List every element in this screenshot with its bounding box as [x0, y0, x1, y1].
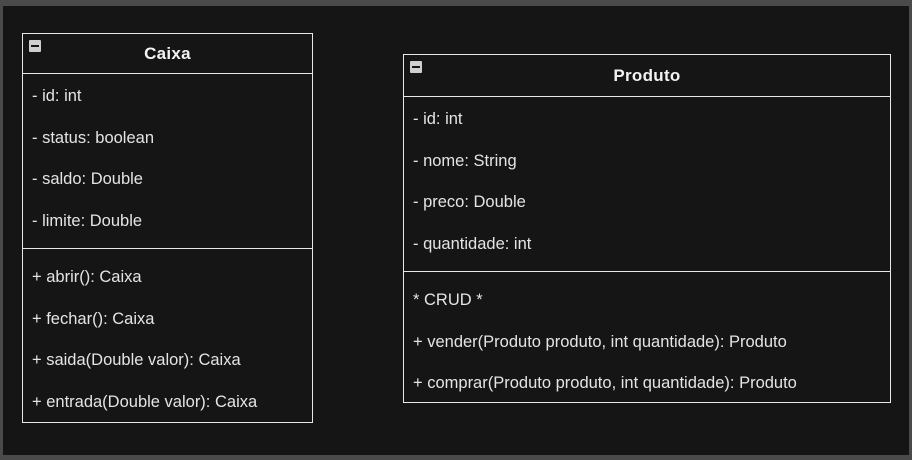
class-header[interactable]: Caixa [23, 34, 312, 74]
method-row[interactable]: + fechar(): Caixa [32, 309, 155, 328]
attributes-section: - id: int - status: boolean - saldo: Dou… [23, 74, 312, 249]
attribute-row[interactable]: - id: int [32, 87, 82, 105]
attribute-row[interactable]: - saldo: Double [32, 170, 143, 188]
collapse-icon[interactable] [410, 61, 422, 73]
class-header[interactable]: Produto [404, 55, 890, 97]
class-name: Caixa [144, 43, 191, 63]
attribute-row[interactable]: - limite: Double [32, 211, 143, 230]
method-row[interactable]: + vender(Produto produto, int quantidade… [413, 332, 787, 351]
attribute-row[interactable]: - preco: Double [413, 193, 526, 211]
attribute-row[interactable]: - id: int [413, 110, 463, 128]
attribute-row[interactable]: - quantidade: int [413, 234, 532, 253]
diagram-canvas: Caixa - id: int - status: boolean - sald… [3, 6, 909, 455]
method-row[interactable]: + comprar(Produto produto, int quantidad… [413, 374, 797, 392]
class-box-caixa[interactable]: Caixa - id: int - status: boolean - sald… [22, 33, 313, 423]
attribute-row[interactable]: - nome: String [413, 151, 517, 170]
method-row[interactable]: + abrir(): Caixa [32, 268, 142, 286]
method-row[interactable]: + entrada(Double valor): Caixa [32, 392, 258, 411]
attribute-row[interactable]: - status: boolean [32, 128, 154, 147]
method-row[interactable]: * CRUD * [413, 291, 483, 309]
methods-section: + abrir(): Caixa + fechar(): Caixa + sai… [23, 249, 312, 423]
attributes-section: - id: int - nome: String - preco: Double… [404, 97, 890, 272]
methods-section: * CRUD * + vender(Produto produto, int q… [404, 272, 890, 405]
class-box-produto[interactable]: Produto - id: int - nome: String - preco… [403, 54, 891, 403]
method-row[interactable]: + saida(Double valor): Caixa [32, 351, 241, 369]
class-name: Produto [613, 65, 681, 85]
collapse-icon[interactable] [29, 40, 41, 52]
